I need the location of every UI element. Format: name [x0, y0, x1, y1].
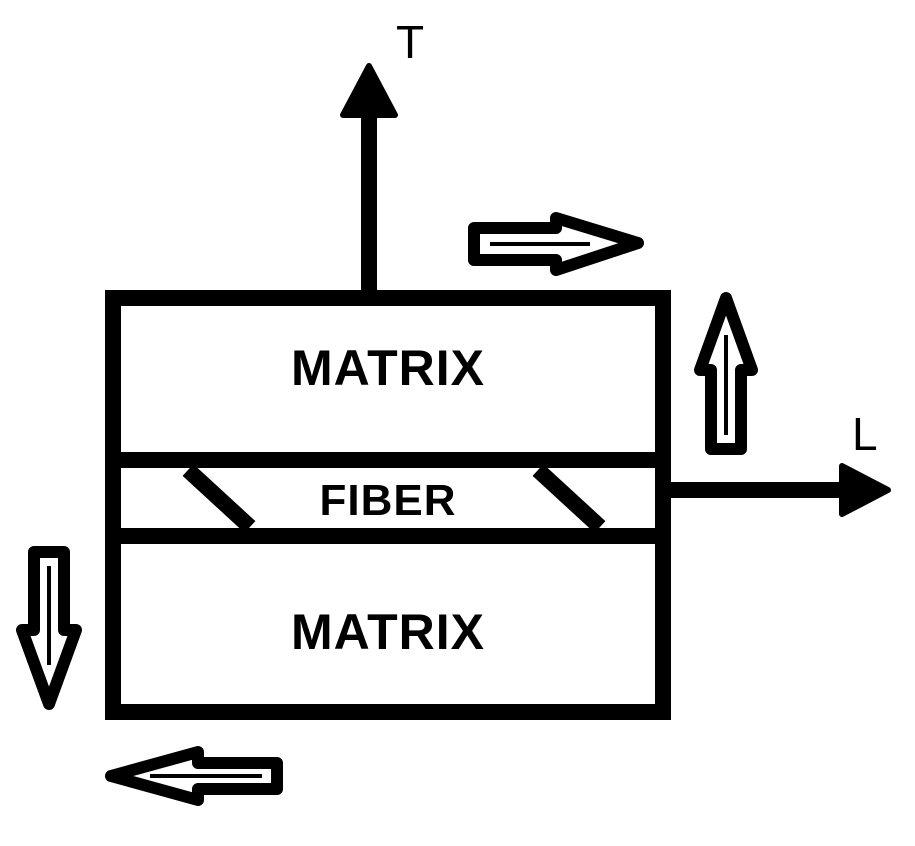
t-axis-arrow — [340, 63, 398, 292]
l-axis-arrow — [665, 463, 891, 517]
t-axis-label: T — [396, 16, 424, 68]
shear-arrow-top-right-icon — [468, 212, 644, 276]
shear-arrow-right-up-icon — [694, 292, 758, 455]
fiber-hatch-left — [182, 464, 256, 533]
fiber-hatch-right — [532, 464, 606, 533]
bottom-matrix-label: MATRIX — [291, 604, 485, 660]
top-matrix-label: MATRIX — [291, 340, 485, 396]
fiber-label: FIBER — [320, 476, 457, 525]
l-axis-label: L — [852, 408, 878, 460]
t-axis-head — [340, 63, 398, 118]
shear-arrow-left-down-icon — [16, 546, 82, 710]
laminate-box — [105, 290, 671, 720]
shear-arrow-bottom-left-icon — [105, 746, 283, 806]
l-axis-head — [839, 463, 891, 517]
